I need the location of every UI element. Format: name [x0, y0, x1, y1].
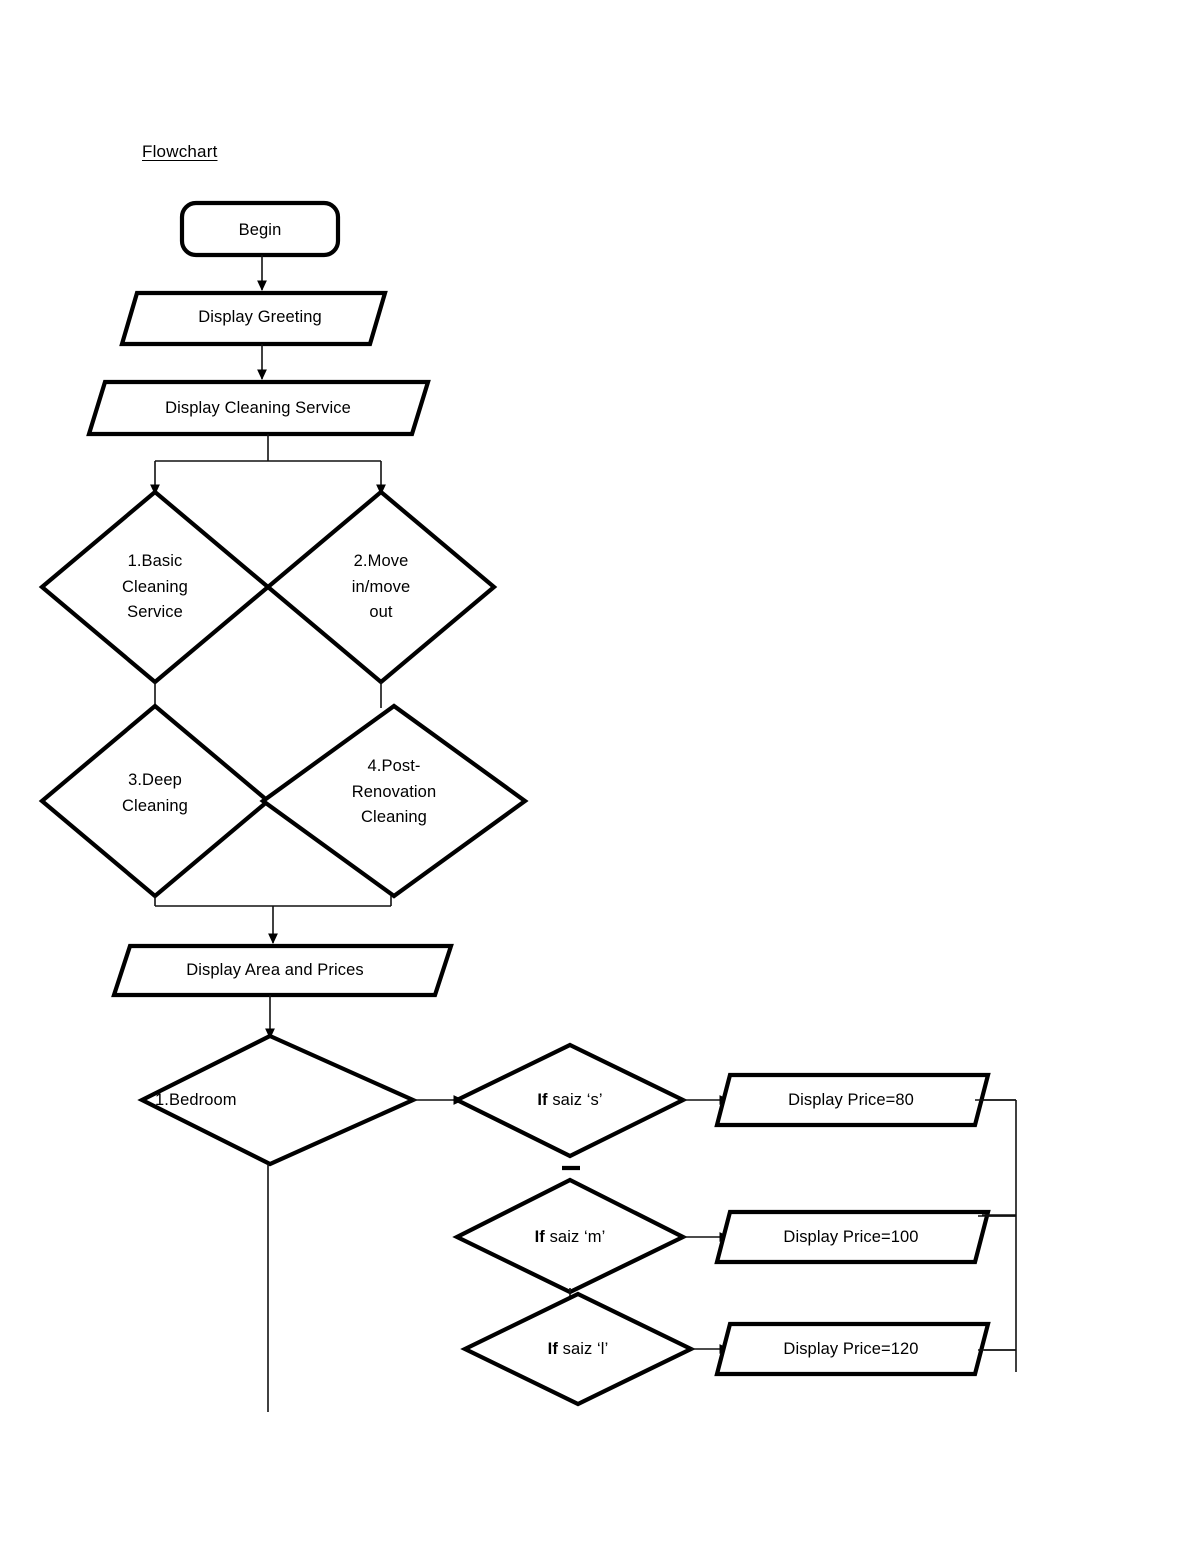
node-begin-shape	[179, 200, 341, 258]
edge-options-merge	[154, 896, 392, 907]
node-price-100-shape	[714, 1209, 991, 1265]
page-title: Flowchart	[142, 142, 218, 161]
node-opt1-shape	[38, 489, 272, 685]
node-bedroom-shape	[137, 1033, 419, 1167]
node-area-prices-shape	[111, 943, 454, 998]
node-saiz-m-shape	[452, 1177, 688, 1295]
node-price-120-shape	[714, 1321, 991, 1377]
node-opt2-shape	[264, 489, 498, 685]
node-greeting-shape	[119, 290, 388, 347]
node-saiz-l-shape	[460, 1291, 696, 1407]
node-cleaning-service-shape	[86, 379, 431, 437]
edge-cleaning-service-split	[155, 434, 381, 462]
node-price-80-shape	[714, 1072, 991, 1128]
node-opt4-shape	[259, 703, 529, 899]
node-opt3-shape	[38, 703, 272, 899]
node-saiz-s-shape	[452, 1042, 688, 1159]
